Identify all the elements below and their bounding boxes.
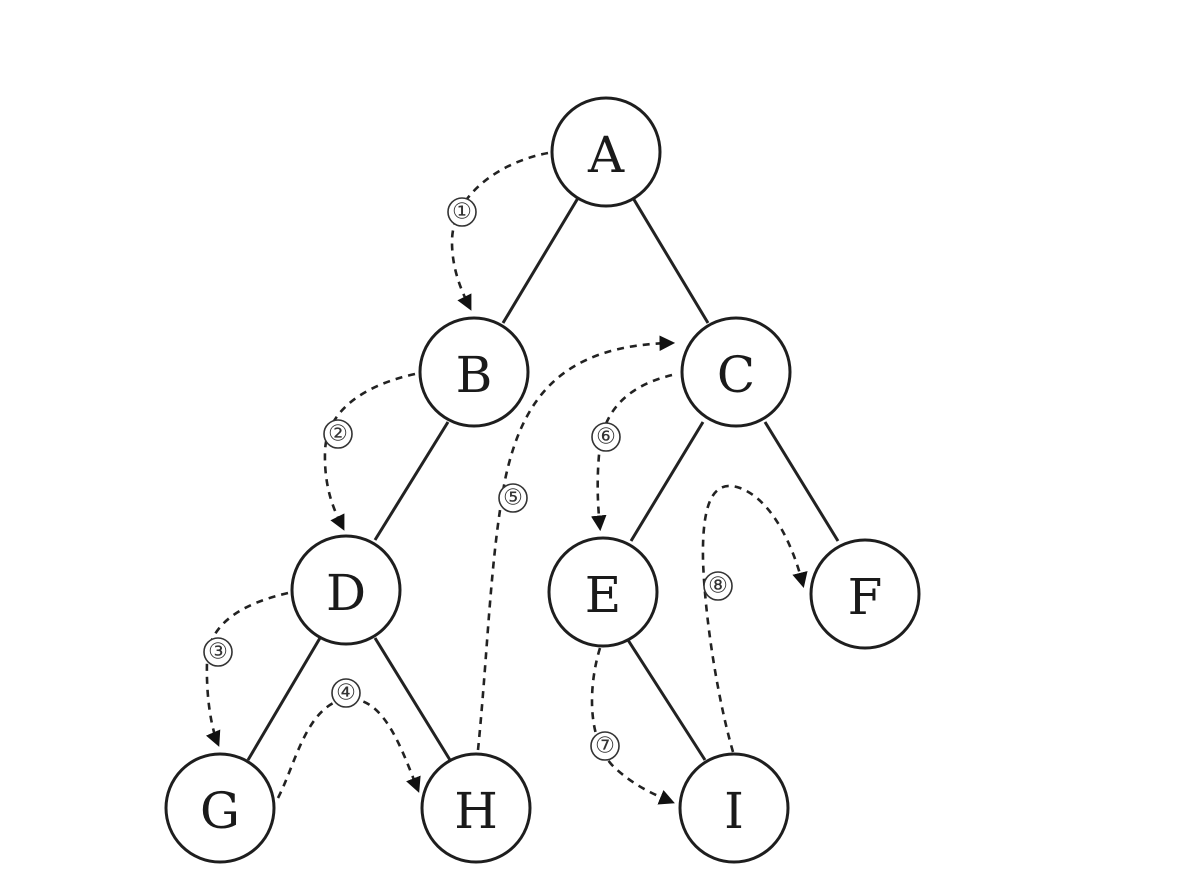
node-circle [678, 752, 790, 864]
edge-b-d [373, 421, 450, 541]
traversal-path-8 [701, 484, 808, 753]
traversal-path-5 [476, 335, 676, 751]
edge-c-e [629, 421, 705, 542]
step-label-text: ⑥ [596, 425, 616, 450]
edge-d-h [373, 637, 452, 761]
node-g: G [164, 752, 276, 864]
traversal-path-3 [205, 591, 289, 747]
tree-nodes: A B C D E F G H [164, 96, 921, 864]
node-label: B [456, 346, 493, 404]
node-d: D [290, 534, 402, 646]
edge-d-g [246, 637, 322, 761]
node-i: I [678, 752, 790, 864]
edge-c-f [763, 421, 840, 542]
step-label-ring [591, 422, 621, 452]
node-circle [809, 538, 921, 650]
step-label-ring [331, 678, 361, 708]
node-b: B [418, 316, 530, 428]
node-label: I [724, 782, 744, 840]
step-label-text: ① [452, 200, 472, 225]
traversal-path-1 [450, 151, 549, 311]
node-circle [547, 536, 659, 648]
edge-e-i [626, 639, 707, 761]
node-label: D [326, 564, 366, 622]
node-circle [164, 752, 276, 864]
node-label: E [585, 566, 622, 624]
traversal-path-7 [590, 647, 675, 805]
step-label-1: ① [447, 197, 477, 227]
step-label-2: ② [323, 419, 353, 449]
traversal-step-labels: ① ② ③ ④ ⑤ ⑥ ⑦ ⑧ [203, 197, 733, 761]
step-label-text: ⑤ [503, 486, 523, 511]
step-label-ring [703, 571, 733, 601]
step-label-text: ④ [336, 681, 356, 706]
step-label-ring [203, 637, 233, 667]
step-label-text: ③ [208, 640, 228, 665]
node-a: A [550, 96, 662, 208]
step-label-text: ⑧ [708, 574, 728, 599]
step-label-7: ⑦ [590, 731, 620, 761]
step-label-text: ② [328, 422, 348, 447]
traversal-path-2 [323, 372, 416, 531]
node-h: H [420, 752, 532, 864]
node-label: A [587, 126, 625, 184]
step-label-3: ③ [203, 637, 233, 667]
node-f: F [809, 538, 921, 650]
node-label: H [454, 782, 498, 840]
node-circle [550, 96, 662, 208]
node-circle [290, 534, 402, 646]
tree-edges [246, 197, 840, 761]
node-circle [420, 752, 532, 864]
traversal-paths [205, 151, 808, 805]
step-label-text: ⑦ [595, 734, 615, 759]
step-label-4: ④ [331, 678, 361, 708]
node-circle [680, 316, 792, 428]
step-label-ring [323, 419, 353, 449]
step-label-5: ⑤ [498, 483, 528, 513]
step-label-8: ⑧ [703, 571, 733, 601]
node-label: C [717, 346, 755, 404]
step-label-ring [498, 483, 528, 513]
traversal-path-4 [276, 697, 421, 799]
edge-a-b [501, 197, 580, 324]
step-label-ring [447, 197, 477, 227]
node-circle [418, 316, 530, 428]
node-label: G [200, 782, 240, 840]
node-e: E [547, 536, 659, 648]
step-label-ring [590, 731, 620, 761]
step-label-6: ⑥ [591, 422, 621, 452]
node-c: C [680, 316, 792, 428]
node-label: F [848, 568, 883, 626]
edge-a-c [631, 197, 710, 324]
